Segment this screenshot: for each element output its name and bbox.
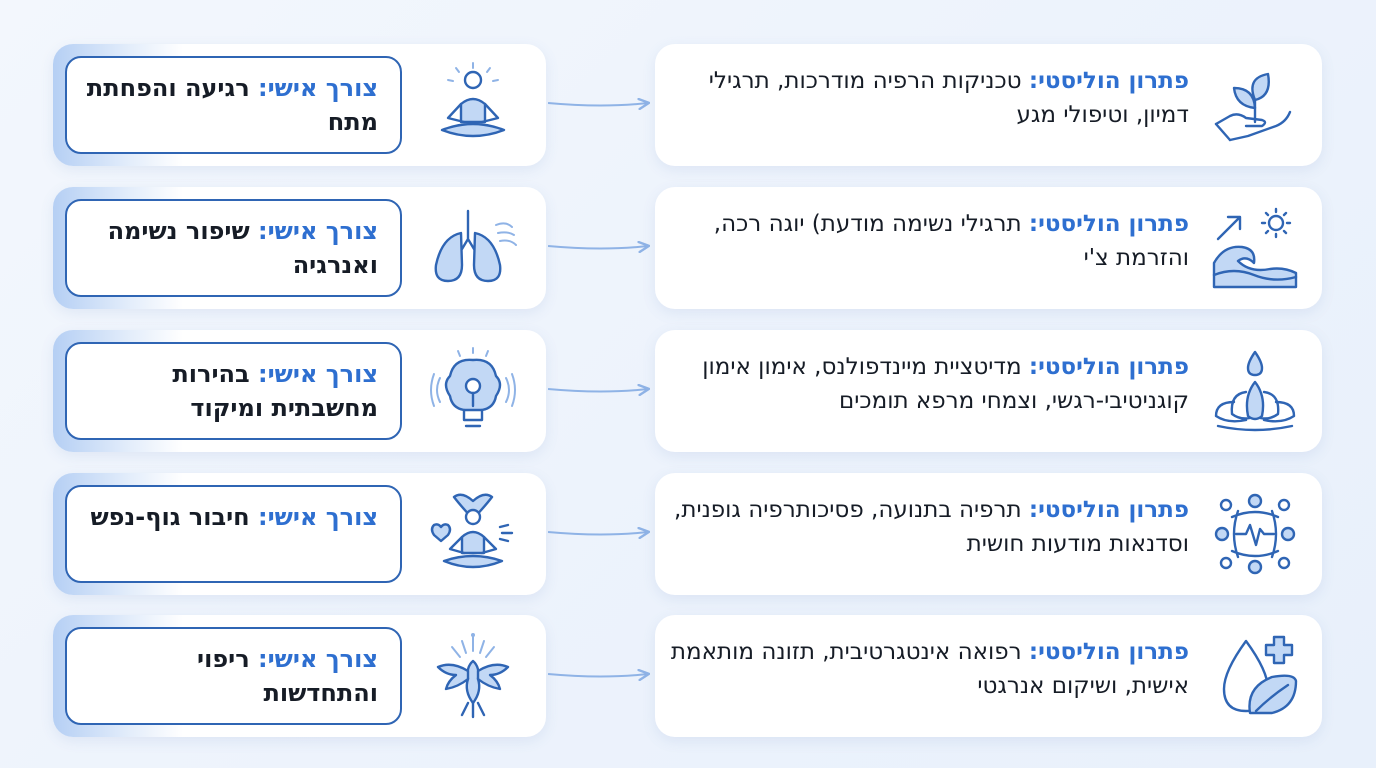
solution-card: פתרון הוליסטי: רפואה אינטגרטיבית, תזונה …: [655, 615, 1322, 737]
row-breathing: צורך אישי: שיפור נשימה ואנרגיה פתרון הול…: [0, 187, 1376, 309]
solution-label: פתרון הוליסטי:: [1028, 497, 1189, 523]
need-card: צורך אישי: בהירות מחשבתית ומיקוד: [53, 330, 546, 452]
row-relaxation: צורך אישי: רגיעה והפחתת מתח פתרון הוליסט…: [0, 44, 1376, 166]
connector-arrow: [548, 374, 658, 404]
community-pulse-icon: [1214, 493, 1296, 575]
need-label: צורך אישי:: [258, 360, 378, 388]
solution-card: פתרון הוליסטי: תרגילי נשימה מודעת) יוגה …: [655, 187, 1322, 309]
solution-label: פתרון הוליסטי:: [1028, 639, 1189, 665]
need-label: צורך אישי:: [258, 217, 378, 245]
row-clarity: צורך אישי: בהירות מחשבתית ומיקוד פתרון ה…: [0, 330, 1376, 452]
solution-card: פתרון הוליסטי: טכניקות הרפיה מודרכות, תר…: [655, 44, 1322, 166]
lotus-drop-icon: [1214, 350, 1296, 432]
solution-text: תרגילי נשימה מודעת) יוגה רכה, והזרמת צ'י: [713, 211, 1189, 271]
connector-arrow: [548, 88, 658, 118]
need-card: צורך אישי: ריפוי והתחדשות: [53, 615, 546, 737]
need-card: צורך אישי: שיפור נשימה ואנרגיה: [53, 187, 546, 309]
need-box: צורך אישי: ריפוי והתחדשות: [65, 627, 402, 725]
meditation-icon: [440, 62, 506, 138]
solution-text-block: פתרון הוליסטי: תרגילי נשימה מודעת) יוגה …: [669, 207, 1189, 275]
solution-label: פתרון הוליסטי:: [1028, 211, 1189, 237]
solution-text: מדיטציית מיינדפולנס, אימון אימון קוגניטי…: [702, 354, 1189, 414]
solution-text-block: פתרון הוליסטי: טכניקות הרפיה מודרכות, תר…: [669, 64, 1189, 132]
need-text: ריפוי והתחדשות: [197, 645, 378, 707]
need-card: צורך אישי: רגיעה והפחתת מתח: [53, 44, 546, 166]
need-box: צורך אישי: רגיעה והפחתת מתח: [65, 56, 402, 154]
solution-text-block: פתרון הוליסטי: מדיטציית מיינדפולנס, אימו…: [669, 350, 1189, 418]
need-text: בהירות מחשבתית ומיקוד: [172, 360, 378, 422]
solution-card: פתרון הוליסטי: תרפיה בתנועה, פסיכותרפיה …: [655, 473, 1322, 595]
need-card: צורך אישי: חיבור גוף-נפש: [53, 473, 546, 595]
phoenix-icon: [436, 633, 510, 719]
need-text: חיבור גוף-נפש: [90, 503, 250, 531]
need-box: צורך אישי: שיפור נשימה ואנרגיה: [65, 199, 402, 297]
solution-label: פתרון הוליסטי:: [1028, 68, 1189, 94]
row-healing: צורך אישי: ריפוי והתחדשות פתרון הוליסטי:…: [0, 615, 1376, 737]
connector-arrow: [548, 231, 658, 261]
need-text: רגיעה והפחתת מתח: [86, 74, 378, 136]
solution-text: טכניקות הרפיה מודרכות, תרגילי דמיון, וטי…: [708, 68, 1189, 128]
meditation-heart-icon: [430, 493, 514, 569]
need-label: צורך אישי:: [258, 645, 378, 673]
hand-plant-icon: [1214, 72, 1292, 142]
need-text: שיפור נשימה ואנרגיה: [107, 217, 378, 279]
solution-card: פתרון הוליסטי: מדיטציית מיינדפולנס, אימו…: [655, 330, 1322, 452]
connector-arrow: [548, 659, 658, 689]
lungs-icon: [434, 209, 517, 283]
need-box: צורך אישי: בהירות מחשבתית ומיקוד: [65, 342, 402, 440]
drop-leaf-cross-icon: [1222, 635, 1298, 715]
wave-sun-icon: [1212, 207, 1298, 289]
solution-text-block: פתרון הוליסטי: רפואה אינטגרטיבית, תזונה …: [669, 635, 1189, 703]
solution-text-block: פתרון הוליסטי: תרפיה בתנועה, פסיכותרפיה …: [669, 493, 1189, 561]
connector-arrow: [548, 517, 658, 547]
need-label: צורך אישי:: [258, 74, 378, 102]
row-mind-body: צורך אישי: חיבור גוף-נפש פתרון הוליסטי: …: [0, 473, 1376, 595]
solution-label: פתרון הוליסטי:: [1028, 354, 1189, 380]
need-label: צורך אישי:: [258, 503, 378, 531]
need-box: צורך אישי: חיבור גוף-נפש: [65, 485, 402, 583]
brain-bulb-icon: [430, 347, 516, 428]
solution-text: תרפיה בתנועה, פסיכותרפיה גופנית, וסדנאות…: [674, 497, 1189, 557]
solution-text: רפואה אינטגרטיבית, תזונה מותאמת אישית, ו…: [670, 639, 1189, 699]
